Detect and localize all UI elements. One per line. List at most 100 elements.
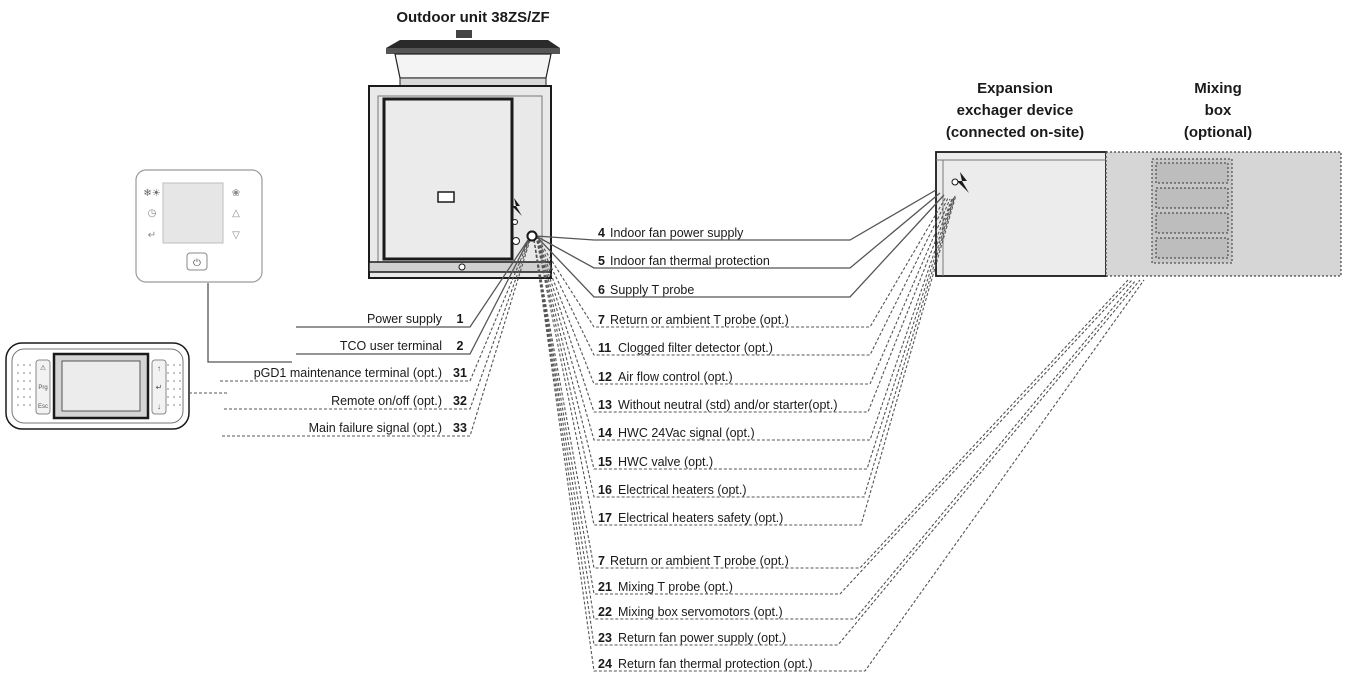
mixing-connection-wire	[533, 239, 1129, 569]
outdoor-unit-gland-small	[512, 237, 520, 245]
expansion-connection-wire	[535, 194, 945, 298]
pgd1-left-keypad	[35, 359, 51, 415]
pgd1-terminal: ⚠ Prg Esc ↑ ↵ ↓	[5, 342, 190, 430]
mixing-box	[1105, 151, 1342, 277]
expansion-connection-wire	[535, 198, 953, 413]
tco-power-button	[186, 252, 208, 271]
left-connection-wire	[220, 239, 530, 382]
outdoor-unit-screw	[512, 219, 518, 225]
expansion-title-line2: exchager device	[957, 102, 1074, 119]
mixing-connection-number: 21	[598, 580, 612, 594]
outdoor-unit-shoulder	[399, 77, 547, 87]
expansion-connection-wire	[535, 198, 951, 385]
tco-terminal-display	[162, 182, 224, 244]
expansion-connection-wire	[535, 196, 955, 470]
left-connection-number: 33	[453, 421, 467, 435]
left-connection-label: Power supply	[367, 312, 443, 326]
fan-icon: ❀	[232, 188, 240, 199]
left-connection-number: 32	[453, 394, 467, 408]
expansion-connection-wire	[535, 196, 947, 328]
outdoor-unit-cap-rim	[386, 48, 560, 54]
mixing-title-line3: (optional)	[1184, 124, 1252, 141]
mixing-connection-label: Return fan thermal protection (opt.)	[618, 657, 813, 671]
left-connection-wire	[224, 239, 531, 410]
expansion-connection-wire	[535, 197, 949, 356]
expansion-title-line1: Expansion	[977, 80, 1053, 97]
expansion-connection-label: Clogged filter detector (opt.)	[618, 341, 773, 355]
tco-terminal-cable	[207, 283, 292, 363]
prg-key: Prg	[38, 385, 47, 391]
left-connection-label: TCO user terminal	[340, 339, 442, 353]
esc-key: Esc	[38, 404, 48, 410]
pgd1-display-screen	[61, 360, 141, 412]
expansion-connection-number: 11	[598, 341, 611, 355]
left-connection-wire	[296, 239, 529, 328]
mode-icon: ❄☀	[143, 188, 160, 199]
pgd1-speaker-right	[167, 364, 181, 406]
mixing-connection-wire	[533, 239, 1141, 646]
expansion-connection-number: 6	[598, 283, 605, 297]
left-connection-number: 2	[457, 339, 464, 353]
expansion-electrical-hazard-icon	[957, 172, 969, 193]
enter-key-icon: ↵	[156, 383, 163, 392]
expansion-title-line3: (connected on-site)	[946, 124, 1084, 141]
expansion-connection-number: 5	[598, 254, 605, 268]
clock-icon: ◷	[148, 208, 157, 219]
mixing-title-line1: Mixing	[1194, 80, 1242, 97]
pgd1-right-keypad	[151, 359, 167, 415]
mixing-connection-label: Mixing T probe (opt.)	[618, 580, 733, 594]
mixing-box-damper-blade-3	[1155, 212, 1229, 234]
expansion-connection-number: 16	[598, 483, 612, 497]
expansion-connection-number: 14	[598, 426, 612, 440]
pgd1-speaker-left	[17, 364, 31, 406]
cable-entry-overlay	[526, 230, 538, 242]
outdoor-unit-handle	[437, 191, 455, 203]
mixing-connection-label: Return or ambient T probe (opt.)	[610, 554, 789, 568]
outdoor-unit-cap-knob	[456, 30, 472, 38]
expansion-connection-label: Electrical heaters safety (opt.)	[618, 511, 783, 525]
left-connection-number: 31	[453, 366, 467, 380]
power-icon: ⏻	[193, 258, 201, 269]
expansion-connection-number: 7	[598, 313, 605, 327]
alarm-key-icon: ⚠	[40, 364, 47, 372]
mixing-connection-wire	[533, 239, 1137, 620]
expansion-connection-wire	[535, 197, 954, 441]
expansion-connection-wire	[535, 189, 937, 241]
outdoor-unit-fan-cap	[386, 40, 560, 48]
mixing-connection-number: 22	[598, 605, 612, 619]
left-connection-wire	[222, 239, 531, 437]
left-connection-label: pGD1 maintenance terminal (opt.)	[254, 366, 442, 380]
left-connection-wire	[296, 239, 530, 355]
mixing-connection-label: Mixing box servomotors (opt.)	[618, 605, 783, 619]
expansion-connection-label: Without neutral (std) and/or starter(opt…	[618, 398, 838, 412]
expansion-connection-label: Air flow control (opt.)	[618, 370, 733, 384]
mixing-connection-number: 24	[598, 657, 612, 671]
outdoor-unit-front-panel	[382, 97, 514, 261]
expansion-connection-label: Indoor fan power supply	[610, 226, 744, 240]
mixing-title-line2: box	[1205, 102, 1232, 119]
expansion-exchanger-device	[935, 151, 1107, 277]
mixing-box-damper-blade-4	[1155, 237, 1229, 259]
expansion-connection-label: Return or ambient T probe (opt.)	[610, 313, 789, 327]
expansion-connection-number: 17	[598, 511, 612, 525]
expansion-connection-number: 12	[598, 370, 612, 384]
mixing-box-damper-blade-1	[1155, 162, 1229, 184]
mixing-connection-wire	[533, 239, 1145, 672]
mixing-connection-label: Return fan power supply (opt.)	[618, 631, 786, 645]
outdoor-unit	[368, 30, 560, 279]
left-connection-label: Main failure signal (opt.)	[309, 421, 442, 435]
left-connection-number: 1	[457, 312, 464, 326]
tco-user-terminal: ❄☀ ❀ ◷ △ ↵ ▽ ⏻	[135, 169, 263, 283]
expansion-connection-label: HWC valve (opt.)	[618, 455, 713, 469]
expansion-connection-wire	[535, 194, 957, 526]
expansion-connection-number: 15	[598, 455, 612, 469]
expansion-device-gland	[951, 178, 959, 186]
down-key-icon: ↓	[157, 402, 161, 411]
up-arrow-icon: △	[232, 208, 240, 219]
expansion-connection-label: Electrical heaters (opt.)	[618, 483, 747, 497]
down-arrow-icon: ▽	[232, 230, 240, 241]
outdoor-unit-base-hole	[458, 263, 466, 271]
